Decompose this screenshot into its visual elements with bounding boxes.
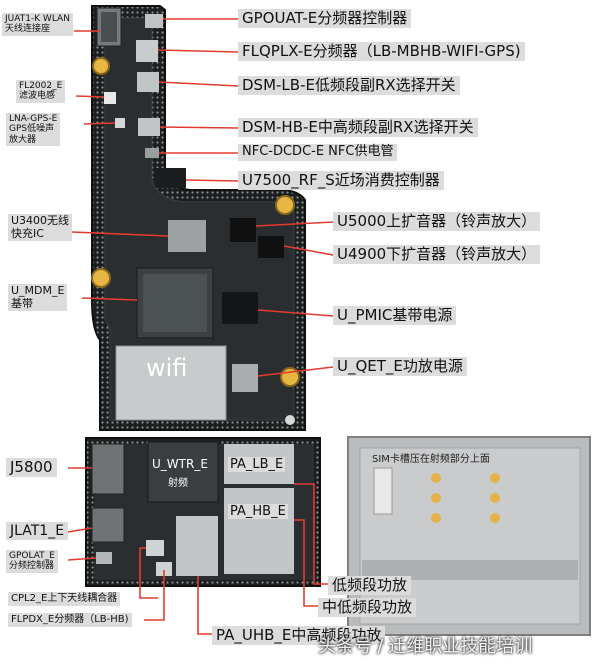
callout-cpl2: CPL2_E上下天线耦合器	[8, 592, 121, 606]
pa-lb-e-label: PA_LB_E	[228, 457, 286, 472]
u-pmic-chip	[222, 292, 258, 324]
callout-u3400: U3400无线 快充IC	[8, 214, 73, 242]
apple-logo-icon	[285, 415, 295, 425]
u-wtr-e-chip	[147, 441, 219, 503]
sim-tray-note: SIM卡槽压在射频部分上面	[372, 454, 490, 465]
sim-contact	[431, 493, 441, 503]
wifi-label: wifi	[146, 354, 188, 382]
callout-lna-gps: LNA-GPS-E GPS低噪声 放大器	[6, 113, 61, 147]
sim-contact	[490, 493, 500, 503]
callout-pa-uhb: PA_UHB_E中高频段功放	[212, 626, 386, 646]
callout-leader-lines	[67, 18, 334, 635]
callout-jlat1: JLAT1_E	[6, 522, 69, 541]
callout-gpolat: GPOLAT_E 分频控制器	[6, 550, 58, 573]
callout-u3400-line2: 快充IC	[11, 226, 44, 240]
u7500-chip	[156, 168, 186, 188]
fl2002-chip	[104, 92, 116, 104]
gpouat-chip	[145, 14, 163, 28]
flpdx-chip	[156, 562, 172, 576]
screw-hole	[92, 57, 110, 75]
watermark-part2: 迁维职业技能培训	[388, 636, 533, 657]
callout-gpolat-line2: 分频控制器	[9, 561, 55, 572]
callout-u7500: U7500_RF_S近场消费控制器	[238, 171, 444, 191]
callout-low-pa: 低频段功放	[328, 576, 412, 596]
callout-flpdx: FLPDX_E分频器（LB-HB)	[8, 613, 132, 627]
callout-u-qet: U_QET_E功放电源	[333, 357, 467, 377]
callout-u-pmic: U_PMIC基带电源	[333, 306, 457, 326]
lna-gps-chip	[115, 118, 125, 128]
callout-lna-gps-line1: LNA-GPS-E	[9, 114, 58, 124]
callout-juat1-line2: 天线连接座	[5, 24, 51, 35]
pa-hb-e-module	[224, 488, 294, 574]
callout-fl2002: FL2002_E 滤波电感	[16, 80, 66, 103]
cpl2-chip	[146, 540, 164, 556]
callout-dsm-hb: DSM-HB-E中高频段副RX选择开关	[238, 118, 478, 138]
screw-hole	[91, 268, 111, 288]
wifi-module	[115, 345, 227, 421]
dsm-lb-chip	[137, 72, 159, 92]
callout-u5000: U5000上扩音器（铃声放大）	[333, 212, 541, 232]
callout-dsm-lb: DSM-LB-E低频段副RX选择开关	[238, 76, 460, 96]
screw-hole	[275, 195, 295, 215]
callout-gpouat: GPOUAT-E分频器控制器	[238, 9, 412, 29]
u5000-chip	[230, 218, 256, 242]
callout-juat1-line1: JUAT1-K WLAN	[5, 14, 70, 24]
callout-u-mdm-line1: U_MDM_E	[11, 284, 65, 297]
callout-mid-low-pa: 中低频段功放	[318, 598, 417, 618]
sim-contact	[431, 473, 441, 483]
callout-j5800: J5800	[6, 458, 57, 478]
callout-u-mdm-line2: 基带	[11, 296, 33, 310]
callout-u-mdm: U_MDM_E 基带	[8, 284, 68, 312]
upper-logic-board	[91, 5, 306, 431]
u3400-chip	[168, 220, 206, 252]
dsm-hb-chip	[138, 118, 160, 136]
sim-contact	[490, 513, 500, 523]
gpolat-chip	[96, 552, 112, 564]
callout-flqplx: FLQPLX-E分频器（LB-MBHB-WIFI-GPS)	[238, 42, 525, 62]
u4900-chip	[258, 236, 284, 258]
sim-contact	[490, 473, 500, 483]
callout-lna-gps-line3: 放大器	[9, 134, 37, 145]
pa-hb-e-label: PA_HB_E	[228, 504, 288, 519]
nfc-dcdc-chip	[145, 148, 159, 158]
watermark: 头条号 / 迁维职业技能培训	[318, 632, 532, 658]
flqplx-chip	[136, 40, 158, 62]
callout-fl2002-line2: 滤波电感	[19, 91, 56, 102]
callout-fl2002-line1: FL2002_E	[19, 81, 63, 91]
u-wtr-e-sublabel: 射频	[168, 478, 188, 489]
callout-nfc-dcdc: NFC-DCDC-E NFC供电管	[238, 144, 398, 161]
sim-contact	[431, 513, 441, 523]
u-wtr-e-label: U_WTR_E	[152, 457, 208, 471]
callout-u3400-line1: U3400无线	[11, 214, 70, 227]
watermark-separator: /	[377, 636, 384, 657]
callout-gpolat-line1: GPOLAT_E	[9, 551, 55, 561]
callout-u4900: U4900下扩音器（铃声放大）	[333, 245, 541, 265]
pa-uhb-e-module	[176, 516, 218, 576]
u-qet-chip	[232, 364, 258, 392]
jlat1-connector	[91, 507, 125, 543]
watermark-part1: 头条号	[318, 636, 372, 657]
callout-lna-gps-line2: GPS低噪声	[9, 124, 55, 135]
j5800-connector	[91, 443, 125, 495]
callout-juat1: JUAT1-K WLAN 天线连接座	[2, 13, 73, 36]
